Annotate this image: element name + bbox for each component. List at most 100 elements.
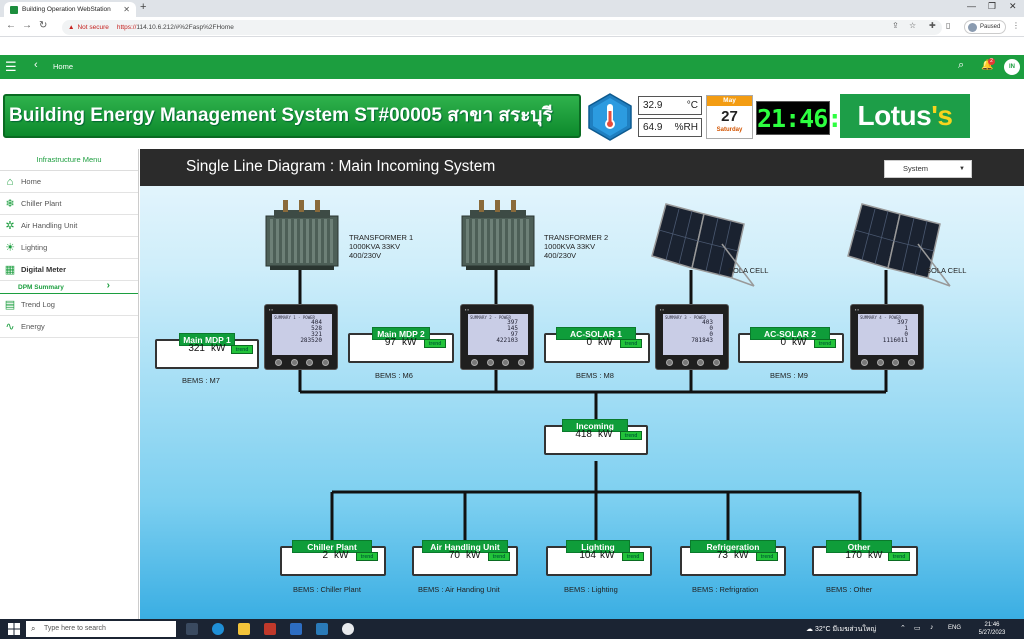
trend-button[interactable]: trend xyxy=(888,552,910,561)
minimize-icon[interactable]: — xyxy=(967,1,976,11)
chrome-icon[interactable] xyxy=(342,623,354,635)
sidebar-item-air-handling-unit[interactable]: ✲ Air Handling Unit xyxy=(0,215,138,237)
panel-value: 104 xyxy=(579,550,596,561)
power-meter-2[interactable]: ▪ ▪ SUMMARY 2 - POWER 397 145 97 422103 xyxy=(460,304,534,370)
sidebar-item-trend-log[interactable]: ▤ Trend Log xyxy=(0,294,138,316)
meter-line-3: 0 xyxy=(709,331,713,338)
forward-arrow-icon[interactable]: → xyxy=(22,20,32,31)
meter-line-1: 397 xyxy=(507,319,518,326)
power-meter-3[interactable]: ▪ ▪ SUMMARY 3 - POWER 403 0 0 781843 xyxy=(655,304,729,370)
url-scheme: https:// xyxy=(116,24,137,31)
profile-button[interactable]: Paused xyxy=(964,20,1006,34)
tray-weather[interactable]: ☁ 32°C มีเมฆส่วนใหญ่ xyxy=(806,624,876,635)
meter-line-1: 397 xyxy=(897,319,908,326)
bus-lines xyxy=(298,270,888,548)
sidebar-item-lighting[interactable]: ☀ Lighting xyxy=(0,237,138,259)
taskbar-search-input[interactable]: ⌕ Type here to search xyxy=(26,621,176,637)
windows-start-icon[interactable] xyxy=(8,623,20,635)
humidity-row: 64.9 %RH xyxy=(638,118,702,137)
browser-tab[interactable]: Building Operation WebStation ✕ xyxy=(4,2,136,17)
trend-button[interactable]: trend xyxy=(620,431,642,440)
new-tab-button[interactable]: + xyxy=(140,1,147,13)
tab-close-icon[interactable]: ✕ xyxy=(123,5,130,14)
transformer-2-rating: 1000KVA 33KV xyxy=(544,242,596,251)
sidebar-item-energy[interactable]: ∿ Energy xyxy=(0,316,138,338)
input-language[interactable]: ENG xyxy=(948,625,962,631)
power-meter-4[interactable]: ▪ ▪ SUMMARY 4 - POWER 397 1 0 1116011 xyxy=(850,304,924,370)
tray-chevron-up-icon[interactable]: ⌃ xyxy=(900,625,906,632)
volume-icon[interactable]: ♪ xyxy=(930,624,934,631)
calendar-widget: May 27 Saturday xyxy=(706,95,753,139)
sidepanel-icon[interactable]: ▯ xyxy=(946,21,951,30)
app-icon-red[interactable] xyxy=(264,623,276,635)
panel-value: 2 xyxy=(322,550,328,561)
reload-icon[interactable]: ↻ xyxy=(39,20,48,31)
meter-line-2: 1 xyxy=(904,325,908,332)
bookmark-star-icon[interactable]: ☆ xyxy=(909,21,917,30)
search-icon[interactable]: ⌕ xyxy=(958,59,965,71)
sidebar-item-chiller-plant[interactable]: ❄ Chiller Plant xyxy=(0,193,138,215)
transformer-1-label: TRANSFORMER 1 1000KVA 33KV 400/230V xyxy=(349,233,413,260)
system-select[interactable]: System ▼ xyxy=(884,160,972,178)
meter-brand: ▪ ▪ xyxy=(465,307,469,312)
trend-button[interactable]: trend xyxy=(620,339,642,348)
transformer-2-name: TRANSFORMER 2 xyxy=(544,233,609,242)
trend-button[interactable]: trend xyxy=(231,345,253,354)
task-view-icon[interactable] xyxy=(186,623,198,635)
sidebar-title: Infrastructure Menu xyxy=(0,149,138,171)
back-arrow-icon[interactable]: ← xyxy=(6,20,16,31)
panel-chiller-plant: Chiller Plant 2 kW trend xyxy=(280,540,386,576)
meter-line-4: 422103 xyxy=(496,337,518,344)
trend-button[interactable]: trend xyxy=(488,552,510,561)
trend-button[interactable]: trend xyxy=(756,552,778,561)
meter-line-2: 528 xyxy=(311,325,322,332)
maximize-icon[interactable]: ❐ xyxy=(988,1,997,11)
trend-button[interactable]: trend xyxy=(356,552,378,561)
profile-avatar xyxy=(968,22,977,32)
hamburger-menu-icon[interactable]: ☰ xyxy=(5,59,17,74)
share-icon[interactable]: ⇪ xyxy=(892,21,899,30)
window-close-icon[interactable]: ✕ xyxy=(1009,1,1017,11)
bell-icon[interactable]: 🔔 xyxy=(981,60,994,71)
transformer-2-icon xyxy=(461,200,535,270)
page-title: Single Line Diagram : Main Incoming Syst… xyxy=(186,158,496,175)
url-input[interactable]: ▲ Not secure https:// 114.10.6.212/#%2Fa… xyxy=(62,20,942,35)
back-chevron-icon[interactable]: ‹ xyxy=(34,59,38,71)
sidebar-subitem-dpm-summary[interactable]: DPM Summary › xyxy=(0,280,138,294)
user-avatar[interactable]: IN xyxy=(1004,59,1020,75)
bems-label: BEMS : Air Handing Unit xyxy=(418,585,500,594)
trend-button[interactable]: trend xyxy=(622,552,644,561)
app-icon-outlook[interactable] xyxy=(316,623,328,635)
panel-refrigeration: Refrigeration 73 kW trend xyxy=(680,540,786,576)
trend-button[interactable]: trend xyxy=(814,339,836,348)
breadcrumb[interactable]: Home xyxy=(53,62,74,71)
edge-icon[interactable] xyxy=(212,623,224,635)
tray-clock[interactable]: 21:46 5/27/2023 xyxy=(972,621,1012,637)
sidebar-item-digital-meter[interactable]: ▦ Digital Meter xyxy=(0,259,138,281)
more-menu-icon[interactable]: ⋮ xyxy=(1012,21,1020,30)
panel-main-mdp-2: Main MDP 2 97 kW trend xyxy=(348,327,454,363)
panel-value: 97 xyxy=(384,337,396,348)
sidebar-item-home[interactable]: ⌂ Home xyxy=(0,171,138,193)
calendar-weekday: Saturday xyxy=(716,127,743,133)
panel-main-mdp-1: Main MDP 1 321 kW trend xyxy=(155,333,259,369)
sidebar: Infrastructure Menu ⌂ Home ❄ Chiller Pla… xyxy=(0,149,139,619)
wiring-diagram xyxy=(265,200,951,548)
app-icon-blue[interactable] xyxy=(290,623,302,635)
meter-line-3: 97 xyxy=(510,331,518,338)
power-meter-1[interactable]: ▪ ▪ SUMMARY 1 - POWER 404 528 321 283520 xyxy=(264,304,338,370)
bems-label: BEMS : Lighting xyxy=(564,585,618,594)
meter-line-3: 321 xyxy=(311,331,322,338)
taskbar-search-placeholder: Type here to search xyxy=(44,625,106,632)
file-explorer-icon[interactable] xyxy=(238,623,250,635)
extensions-icon[interactable]: ✚ xyxy=(929,21,936,30)
bems-label: BEMS : Chiller Plant xyxy=(293,585,361,594)
favicon-icon xyxy=(10,5,18,14)
solar-cell-2-label: SOLA CELL xyxy=(926,266,967,275)
snowflake-icon: ❄ xyxy=(5,198,15,210)
transformer-1-rating: 1000KVA 33KV xyxy=(349,242,401,251)
tray-time: 21:46 xyxy=(984,622,1000,628)
trend-button[interactable]: trend xyxy=(424,339,446,348)
network-icon[interactable]: ▭ xyxy=(914,625,921,632)
temperature-value: 32.9 xyxy=(643,100,663,111)
